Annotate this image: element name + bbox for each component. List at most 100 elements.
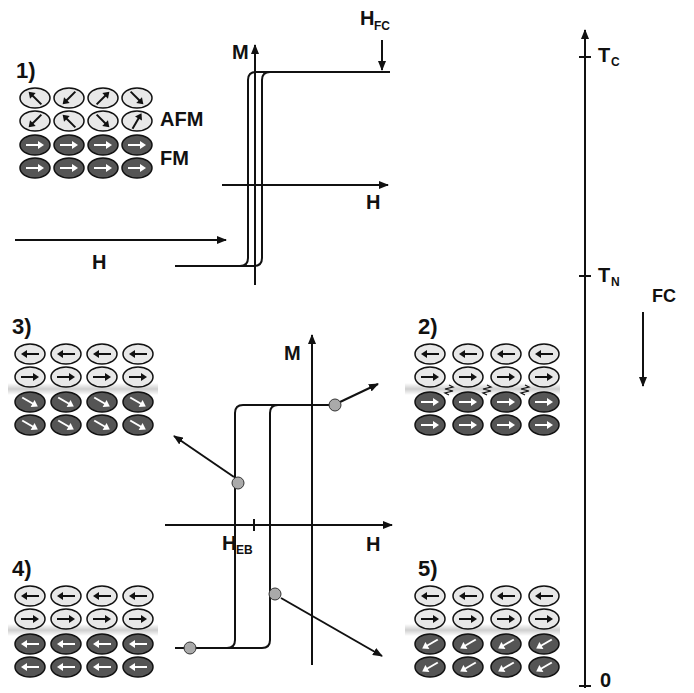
spin-site xyxy=(87,392,117,412)
spin-site xyxy=(20,88,50,108)
spin-arrowhead xyxy=(433,421,439,429)
spin-site xyxy=(491,367,521,387)
spin-arrow xyxy=(459,424,473,426)
spin xyxy=(123,415,153,435)
spin-arrow xyxy=(421,424,435,426)
spin-arrow xyxy=(25,353,39,355)
spin-site xyxy=(122,111,152,131)
spin-arrow xyxy=(31,94,41,104)
spin xyxy=(529,415,559,435)
spin-arrowhead xyxy=(21,663,27,671)
spin-arrow xyxy=(94,398,106,405)
spin-site xyxy=(51,344,81,364)
axis-value: 0 xyxy=(600,670,611,690)
spin-arrowhead xyxy=(33,373,39,381)
spin-site xyxy=(88,158,118,178)
spin-arrow xyxy=(129,618,143,620)
spin-site xyxy=(87,586,117,606)
spin-arrow xyxy=(133,117,140,129)
spin-arrow xyxy=(131,92,141,102)
spin-arrowhead xyxy=(69,373,75,381)
spin-arrowhead xyxy=(103,423,110,430)
spin xyxy=(51,415,81,435)
spin-arrow xyxy=(130,421,142,428)
spin xyxy=(122,88,152,108)
spin-arrowhead xyxy=(136,97,143,104)
spin xyxy=(87,415,117,435)
spin xyxy=(54,158,84,178)
spin xyxy=(87,609,117,629)
spin-arrow xyxy=(25,666,39,668)
panel-number: 5) xyxy=(418,558,438,580)
spin-arrowhead xyxy=(141,373,147,381)
spin xyxy=(51,657,81,677)
spin-site xyxy=(529,415,559,435)
spin-site xyxy=(491,415,521,435)
spin-arrow xyxy=(65,117,75,127)
spin xyxy=(51,344,81,364)
spin-arrow xyxy=(97,94,107,104)
axis-label: M xyxy=(284,343,301,363)
spin-arrowhead xyxy=(547,615,553,623)
spin-arrow xyxy=(426,663,438,670)
spin-arrowhead xyxy=(497,350,503,358)
spin-site xyxy=(491,392,521,412)
spin-site xyxy=(88,88,118,108)
spin-site xyxy=(453,415,483,435)
spin-arrow xyxy=(501,353,515,355)
spin-site xyxy=(54,111,84,131)
spin-arrow xyxy=(97,595,111,597)
coupling-spring xyxy=(483,385,491,395)
spin-arrow xyxy=(26,144,40,146)
spin-arrow xyxy=(463,353,477,355)
spin-site xyxy=(87,634,117,654)
spin-arrowhead xyxy=(139,423,146,430)
spin xyxy=(491,344,521,364)
spin xyxy=(88,88,118,108)
spin-arrowhead xyxy=(29,92,36,99)
spin xyxy=(15,609,45,629)
spin-arrowhead xyxy=(535,350,541,358)
spin-site xyxy=(122,88,152,108)
coupling-spring xyxy=(521,385,529,395)
spin xyxy=(51,392,81,412)
spin-arrowhead xyxy=(471,615,477,623)
spin-site xyxy=(123,657,153,677)
spin-arrowhead xyxy=(497,592,503,600)
spin-arrow xyxy=(463,595,477,597)
spin-arrowhead xyxy=(135,113,142,120)
temperature-symbol: T xyxy=(598,265,610,285)
spin-site xyxy=(51,657,81,677)
spin xyxy=(453,657,483,677)
spin-arrow xyxy=(128,144,142,146)
spin xyxy=(20,135,50,155)
spin xyxy=(453,415,483,435)
spin xyxy=(87,367,117,387)
spin-arrow xyxy=(501,595,515,597)
spin-site xyxy=(15,634,45,654)
spin-arrow xyxy=(97,643,111,645)
spin-site xyxy=(529,344,559,364)
spin-arrowhead xyxy=(57,640,63,648)
spin-site xyxy=(491,657,521,677)
spin xyxy=(453,392,483,412)
spin-site xyxy=(51,392,81,412)
spin-arrow xyxy=(539,595,553,597)
spin-arrowhead xyxy=(421,592,427,600)
spin xyxy=(122,158,152,178)
field-subscript: FC xyxy=(374,20,390,32)
spin-site xyxy=(453,586,483,606)
spin-site xyxy=(122,135,152,155)
spin-arrow xyxy=(25,643,39,645)
spin-arrowhead xyxy=(498,642,505,649)
spin xyxy=(529,634,559,654)
spin xyxy=(529,609,559,629)
panel-number: 2) xyxy=(418,316,438,338)
spin xyxy=(123,586,153,606)
spin-site xyxy=(529,392,559,412)
spin-site xyxy=(87,415,117,435)
spin-arrow xyxy=(133,353,147,355)
spin-site xyxy=(123,634,153,654)
spin-arrow xyxy=(61,666,75,668)
spin-arrowhead xyxy=(536,642,543,649)
